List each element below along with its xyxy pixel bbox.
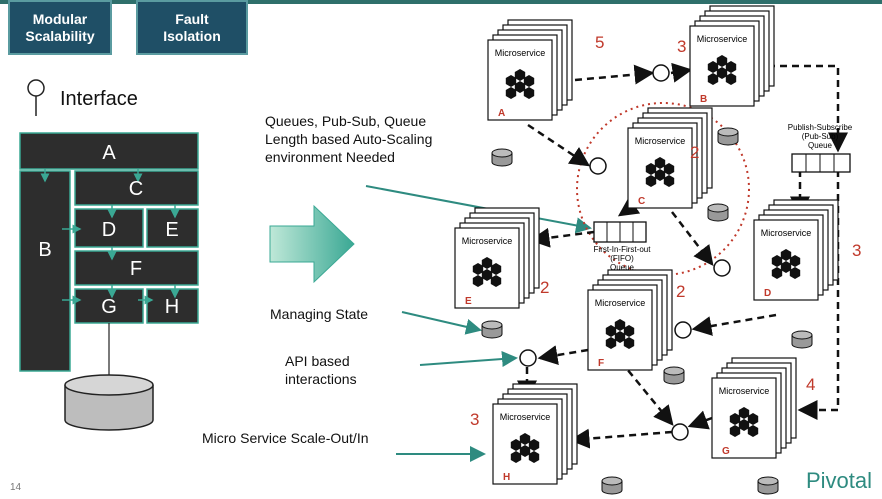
block-f <box>74 250 199 286</box>
microservice-label: Microservice <box>761 228 812 238</box>
fifo-label-2: (FIFO) <box>610 254 634 263</box>
modular-scalability-tab[interactable]: Modular Scalability <box>8 0 112 55</box>
microservice-label: Microservice <box>719 386 770 396</box>
api-annotation: API based interactions <box>285 353 357 387</box>
annotation-arrows <box>365 185 592 462</box>
instance-count: 2 <box>690 143 699 162</box>
microservice-label: Microservice <box>500 412 551 422</box>
block-b <box>19 170 71 372</box>
pivotal-logo: Pivotal <box>806 468 873 493</box>
interface-circles <box>519 64 731 441</box>
hexagon-cluster-icon <box>645 157 675 187</box>
hexagon-cluster-icon <box>472 257 502 287</box>
state-db-icon <box>663 366 685 385</box>
microservice-id: C <box>638 196 645 207</box>
queues-annotation: Queues, Pub-Sub, Queue Length based Auto… <box>265 113 433 165</box>
managing-state-annotation: Managing State <box>270 306 369 322</box>
transition-arrow-icon <box>269 204 355 284</box>
microservice-id: G <box>722 446 730 457</box>
instance-count: 2 <box>540 278 549 297</box>
state-db-icon <box>491 148 513 167</box>
microservice-id: A <box>498 108 505 119</box>
instance-count: 2 <box>676 282 685 301</box>
block-label-d: D <box>102 219 116 241</box>
pubsub-label-2: (Pub-Sub) <box>802 132 839 141</box>
block-label-h: H <box>165 296 179 318</box>
state-db-icon <box>791 330 813 349</box>
hexagon-cluster-icon <box>771 249 801 279</box>
instance-count: 3 <box>470 410 479 429</box>
microservice-label: Microservice <box>697 34 748 44</box>
block-label-f: F <box>130 258 142 280</box>
fifo-queue <box>593 221 647 243</box>
block-label-c: C <box>129 178 143 200</box>
microservice-label: Microservice <box>595 298 646 308</box>
pubsub-label-3: Queue <box>808 141 833 150</box>
state-db-icon <box>757 476 779 495</box>
microservice-id: B <box>700 94 707 105</box>
state-db-icon <box>707 203 729 222</box>
hexagon-cluster-icon <box>510 433 540 463</box>
fault-isolation-label: Fault Isolation <box>163 10 221 44</box>
microservice-label: Microservice <box>495 48 546 58</box>
instance-count: 5 <box>595 33 604 52</box>
hexagon-cluster-icon <box>505 69 535 99</box>
microservice-label: Microservice <box>462 236 513 246</box>
database-icon <box>64 385 154 431</box>
block-label-g: G <box>101 296 117 318</box>
state-db-icon <box>601 476 623 495</box>
pubsub-queue <box>791 153 851 173</box>
fault-isolation-circle <box>576 102 750 276</box>
top-accent-bar <box>0 0 882 4</box>
block-a <box>19 132 199 170</box>
monolith-diagram: A B C D E F G H <box>19 132 199 431</box>
hexagon-cluster-icon <box>707 55 737 85</box>
hexagon-cluster-icon <box>605 319 635 349</box>
microservice-id: D <box>764 288 771 299</box>
fifo-label-1: First-In-First-out <box>594 245 652 254</box>
modular-scalability-label: Modular Scalability <box>25 10 95 44</box>
fault-isolation-tab[interactable]: Fault Isolation <box>136 0 248 55</box>
interface-icon <box>27 79 45 116</box>
pubsub-label-1: Publish-Subscribe <box>788 123 853 132</box>
microservice-id: F <box>598 358 604 369</box>
microservice-id: E <box>465 296 472 307</box>
microservice-label: Microservice <box>635 136 686 146</box>
instance-count: 3 <box>852 241 861 260</box>
instance-count: 3 <box>677 37 686 56</box>
block-label-e: E <box>165 219 178 241</box>
scale-annotation: Micro Service Scale-Out/In <box>202 430 369 446</box>
block-label-b: B <box>38 239 51 261</box>
state-db-icon <box>717 127 739 146</box>
slide-number: 14 <box>10 482 22 493</box>
hexagon-cluster-icon <box>729 407 759 437</box>
state-db-icon <box>481 320 503 339</box>
microservice-id: H <box>503 472 510 483</box>
interface-legend-label: Interface <box>60 88 138 110</box>
block-label-a: A <box>102 142 116 164</box>
instance-count: 4 <box>806 375 815 394</box>
fifo-label-3: Queue <box>610 263 635 272</box>
